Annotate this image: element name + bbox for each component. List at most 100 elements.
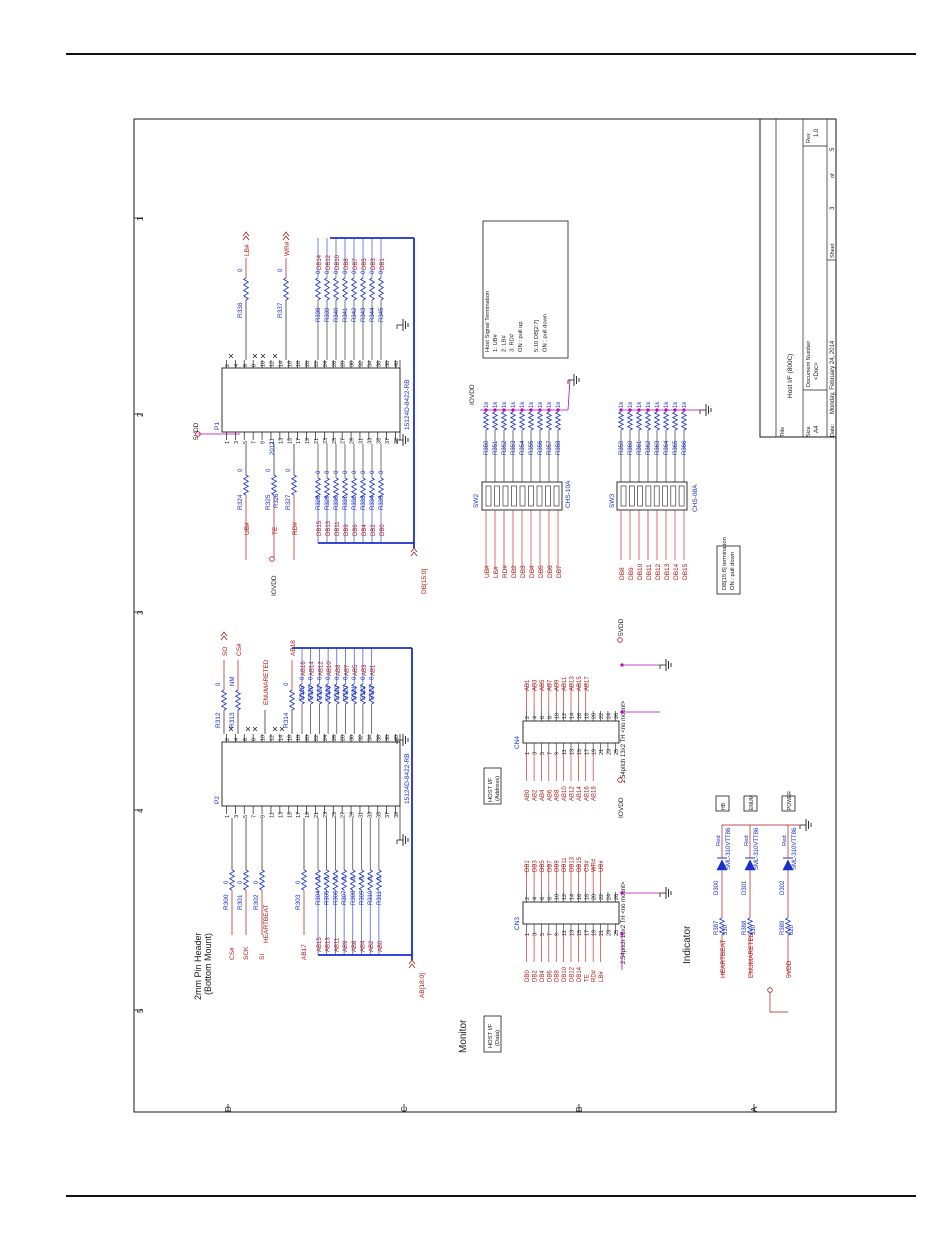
db-termination-note-line: DB[15:8] termination	[722, 537, 728, 590]
net-label: SCK	[243, 946, 250, 960]
dip-switch-slot	[637, 485, 643, 507]
junction-dot	[502, 408, 506, 412]
resistor-value: 0	[238, 468, 244, 472]
resistor-ref: R351	[493, 440, 499, 455]
net-label: AB10	[562, 786, 568, 801]
resistor-r331	[341, 477, 349, 499]
resistor-ref: R307	[342, 890, 348, 905]
pin-number: 8	[547, 716, 553, 719]
net-label: ENUMARETED	[748, 932, 755, 978]
pin-number: 35	[376, 812, 382, 818]
top-rule	[66, 53, 916, 55]
net-label: AB13	[326, 937, 332, 952]
dip-switch-slot	[653, 485, 660, 507]
no-connect-mark	[252, 353, 258, 359]
resistor-value: 0	[316, 270, 322, 274]
net-label: AB3	[362, 664, 368, 676]
resistor-value: 0	[370, 470, 376, 474]
pin-number: 34	[367, 735, 373, 741]
resistor-r308	[349, 869, 356, 891]
resistor-ref: R305	[325, 890, 331, 905]
bus-label: AB[18:0]	[419, 973, 426, 998]
pin-number: 24	[323, 735, 329, 741]
led-ref: D302	[780, 880, 786, 895]
frame-col-label: 5	[136, 1008, 145, 1013]
resistor-ref: R341	[343, 307, 349, 322]
resistor-ref: R337	[277, 302, 284, 318]
pin-number: 18	[584, 713, 590, 719]
resistor-r339	[323, 277, 331, 301]
resistor-ref: R362	[646, 440, 652, 455]
net-label: CS#	[584, 860, 590, 872]
led-part: SML-310VTT86	[726, 827, 732, 870]
net-label: DB0	[380, 524, 386, 536]
sheet-frame	[133, 118, 837, 1113]
frame-col-label: 1	[136, 216, 145, 221]
pin-number: 15	[577, 930, 583, 936]
dip-switch-slot	[494, 485, 500, 507]
net-label: AB3	[533, 679, 539, 691]
ground-symbol	[397, 834, 409, 846]
resistor-value: 0	[316, 470, 322, 474]
resistor-value: 1k	[511, 401, 517, 408]
resistor-value: NM	[230, 677, 236, 686]
pin-number: 3	[533, 752, 539, 755]
pin-number: 11	[269, 438, 275, 444]
dip-switch-slot	[553, 485, 560, 507]
pin-number: 27	[341, 438, 347, 444]
pin-number: 16	[287, 361, 293, 367]
resistor-value: 0	[309, 676, 315, 680]
resistor-value: 0	[317, 676, 323, 680]
net-label: AB15	[317, 937, 323, 952]
pin-number: 10	[261, 361, 267, 367]
pin-number: 6	[540, 897, 546, 900]
net-label: AB14	[310, 661, 316, 676]
termination-note-line: 5:10 DB[2:7]	[534, 319, 540, 352]
pin-number: 11	[562, 930, 568, 936]
net-label: DB10	[637, 563, 644, 580]
junction-dot	[511, 408, 515, 412]
pin-number: 11	[562, 749, 568, 755]
sw3-body	[616, 481, 688, 511]
resistor-ref: R338	[316, 307, 322, 322]
pin-number: 17	[584, 749, 590, 755]
resistor-r365	[671, 411, 679, 431]
resistor-ref: R333	[361, 495, 367, 510]
resistor-value: 330	[751, 924, 757, 935]
pin-number: 12	[269, 361, 275, 367]
net-label: WR#	[284, 241, 291, 256]
pin-number: 37	[385, 812, 391, 818]
pin-number: 26	[332, 735, 338, 741]
net-label: DB4	[540, 970, 546, 982]
resistor-ref: R316	[309, 685, 315, 700]
pin-number: 17	[296, 438, 302, 444]
net-label: DB2	[511, 565, 518, 578]
resistor-r320	[342, 683, 349, 705]
resistor-value: 1k	[637, 401, 643, 408]
pin-number: 6	[540, 716, 546, 719]
net-label: UB#	[244, 522, 251, 535]
net-label: AB8	[555, 789, 561, 801]
dip-switch-slot	[670, 485, 677, 507]
net-label: UB#	[599, 860, 605, 872]
junction-dot	[619, 408, 623, 412]
resistor-r307	[340, 869, 348, 891]
bus-arrow	[410, 547, 418, 557]
pin-number: 22	[599, 894, 605, 900]
net-label: DB11	[646, 564, 653, 580]
pin-number: 21	[599, 749, 605, 755]
resistor-r357	[545, 411, 553, 431]
led-color: Red	[782, 835, 788, 846]
net-label: RD#	[592, 969, 598, 982]
junction-dot	[620, 710, 624, 714]
host-data-label-box	[483, 1015, 502, 1053]
net-label: LB#	[599, 971, 605, 982]
resistor-value: 620	[789, 924, 795, 935]
resistor-value: 0	[266, 468, 272, 472]
cn3-part: 2.54pitch 13x2 TH <no mount>	[621, 881, 627, 964]
net-label: DB11	[335, 521, 341, 536]
resistor-value: 1k	[673, 401, 679, 408]
net-label: DB13	[664, 563, 671, 580]
net-label: AB13	[570, 676, 576, 691]
net-label-heartbeat: HEARTBEAT	[263, 905, 270, 943]
